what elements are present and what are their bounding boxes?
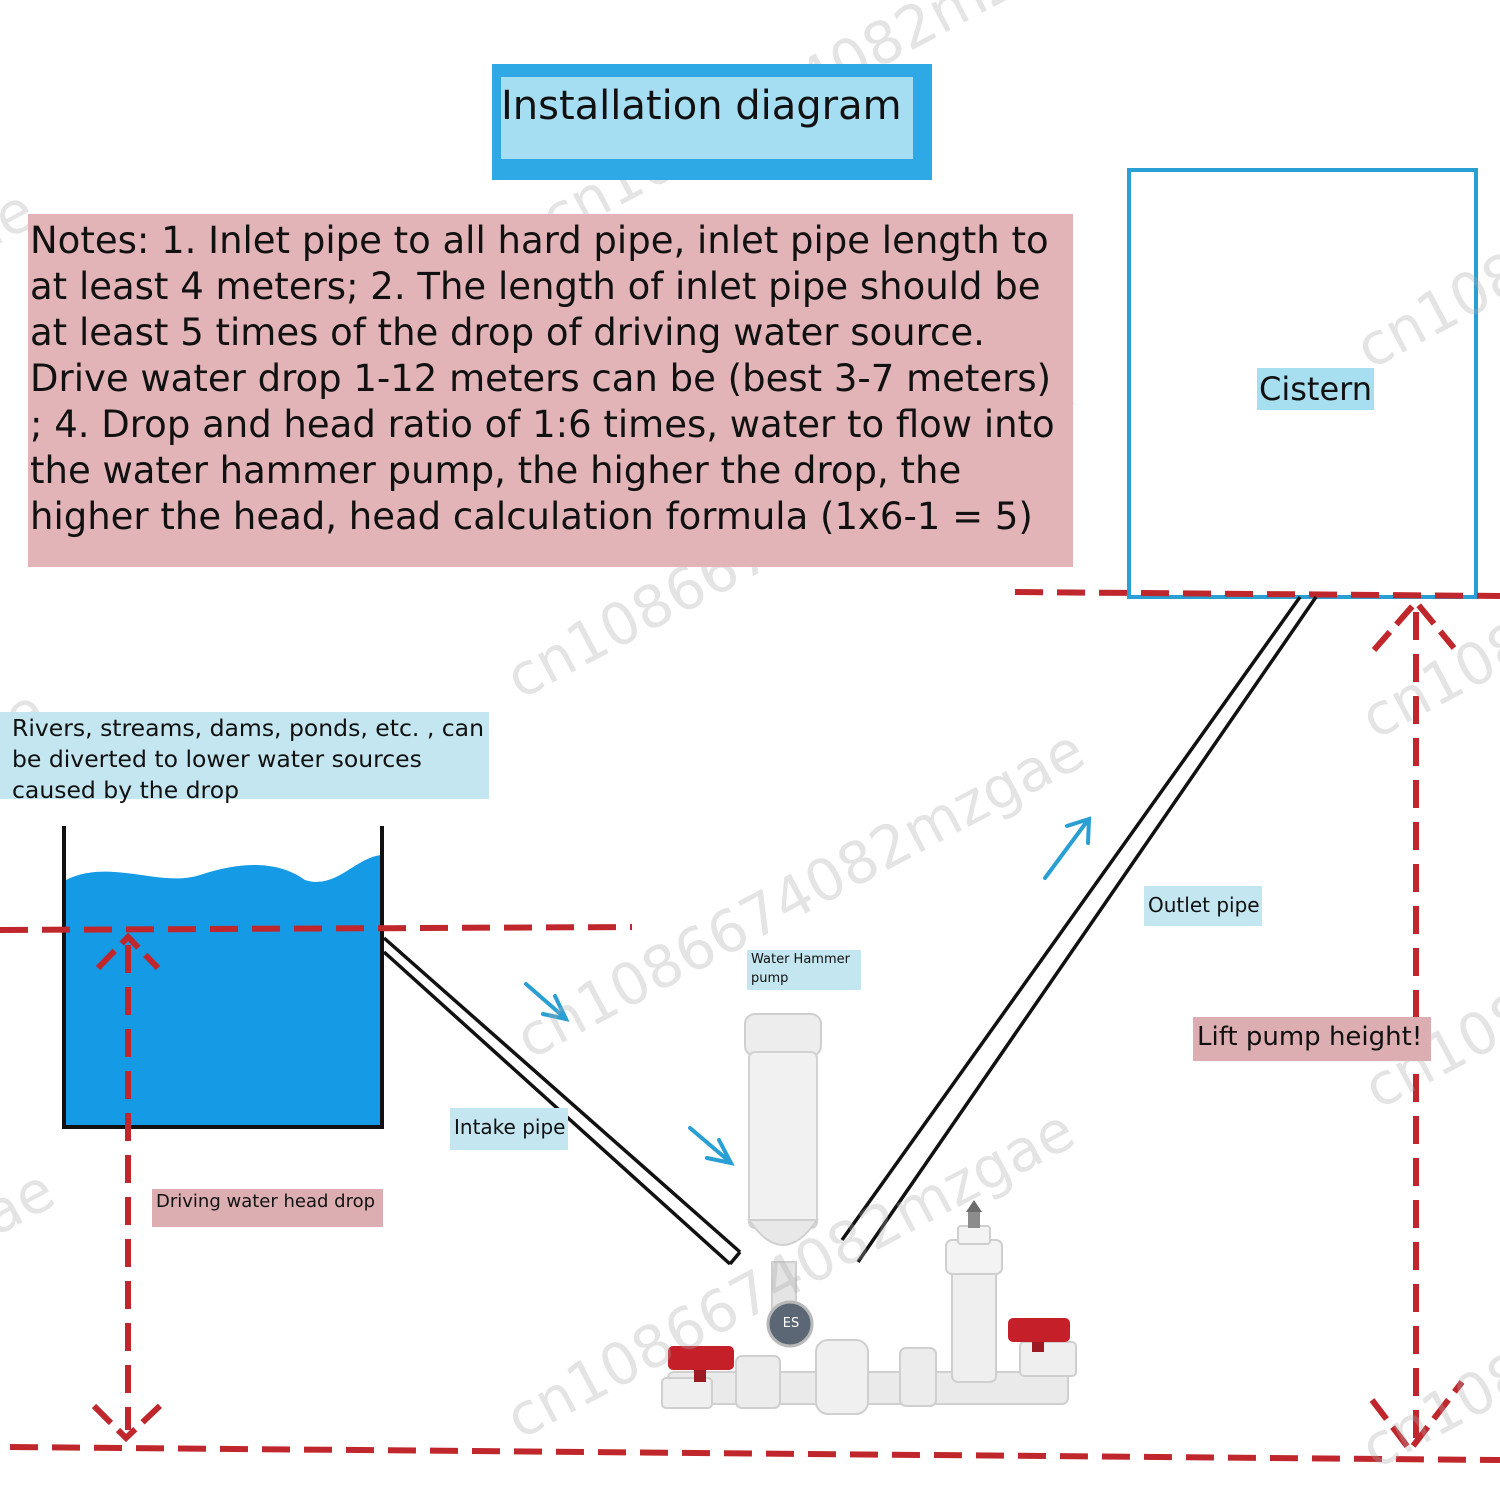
watermark-10: cn1086674082mzgae	[1353, 765, 1500, 1122]
drop-arrow-bottom	[91, 1399, 167, 1443]
lift-arrow-top	[1371, 597, 1457, 652]
reference-lines	[0, 589, 1500, 1463]
pressure-chamber	[748, 1051, 818, 1229]
water-hammer-pump	[661, 1013, 1077, 1415]
water-source-label-background	[0, 712, 489, 799]
water-source-tank	[62, 826, 384, 1129]
outlet-flow-arrow	[1043, 816, 1092, 880]
flow-arrows	[524, 816, 1092, 1166]
page-title: Installation diagram	[501, 83, 902, 129]
outlet-pipe	[840, 595, 1318, 1263]
red-valve-handles	[668, 1318, 1070, 1382]
installation-notes: Notes: 1. Inlet pipe to all hard pipe, i…	[30, 219, 1055, 538]
source-water-level-line	[0, 924, 633, 933]
red-valve-handle-right	[1008, 1318, 1070, 1342]
pressure-chamber-cap	[744, 1013, 822, 1057]
outlet-pipe-label: Outlet pipe	[1144, 886, 1262, 926]
intake-pipe-label: Intake pipe	[450, 1108, 568, 1150]
impulse-valve-body	[951, 1261, 997, 1383]
water-source-label: Rivers, streams, dams, ponds, etc. , can…	[12, 714, 484, 804]
water-hammer-pump-label: Water Hammer pump	[747, 950, 861, 990]
ground-level-line	[9, 1444, 1500, 1463]
pressure-gauge	[766, 1300, 814, 1348]
drop-arrow-top	[95, 932, 161, 971]
dimension-arrowheads	[91, 597, 1465, 1455]
gauge-mark: ES	[782, 1316, 800, 1331]
driving-water-head-drop-label: Driving water head drop	[152, 1189, 383, 1227]
red-valve-handle-left	[668, 1346, 734, 1370]
intake-flow-arrow-upper	[524, 982, 570, 1022]
cistern-label: Cistern	[1257, 368, 1375, 410]
lift-arrow-bottom	[1369, 1380, 1465, 1455]
lift-pump-height-label: Lift pump height!	[1193, 1017, 1431, 1061]
intake-flow-arrow-lower	[688, 1126, 735, 1166]
notes-background	[28, 214, 1073, 567]
cistern-base-level-line	[1014, 589, 1500, 599]
title-background	[501, 77, 913, 159]
watermark-11: cn1086674082mzgae	[1350, 1125, 1500, 1482]
tank-walls	[62, 826, 384, 1129]
water-body	[66, 855, 381, 1127]
